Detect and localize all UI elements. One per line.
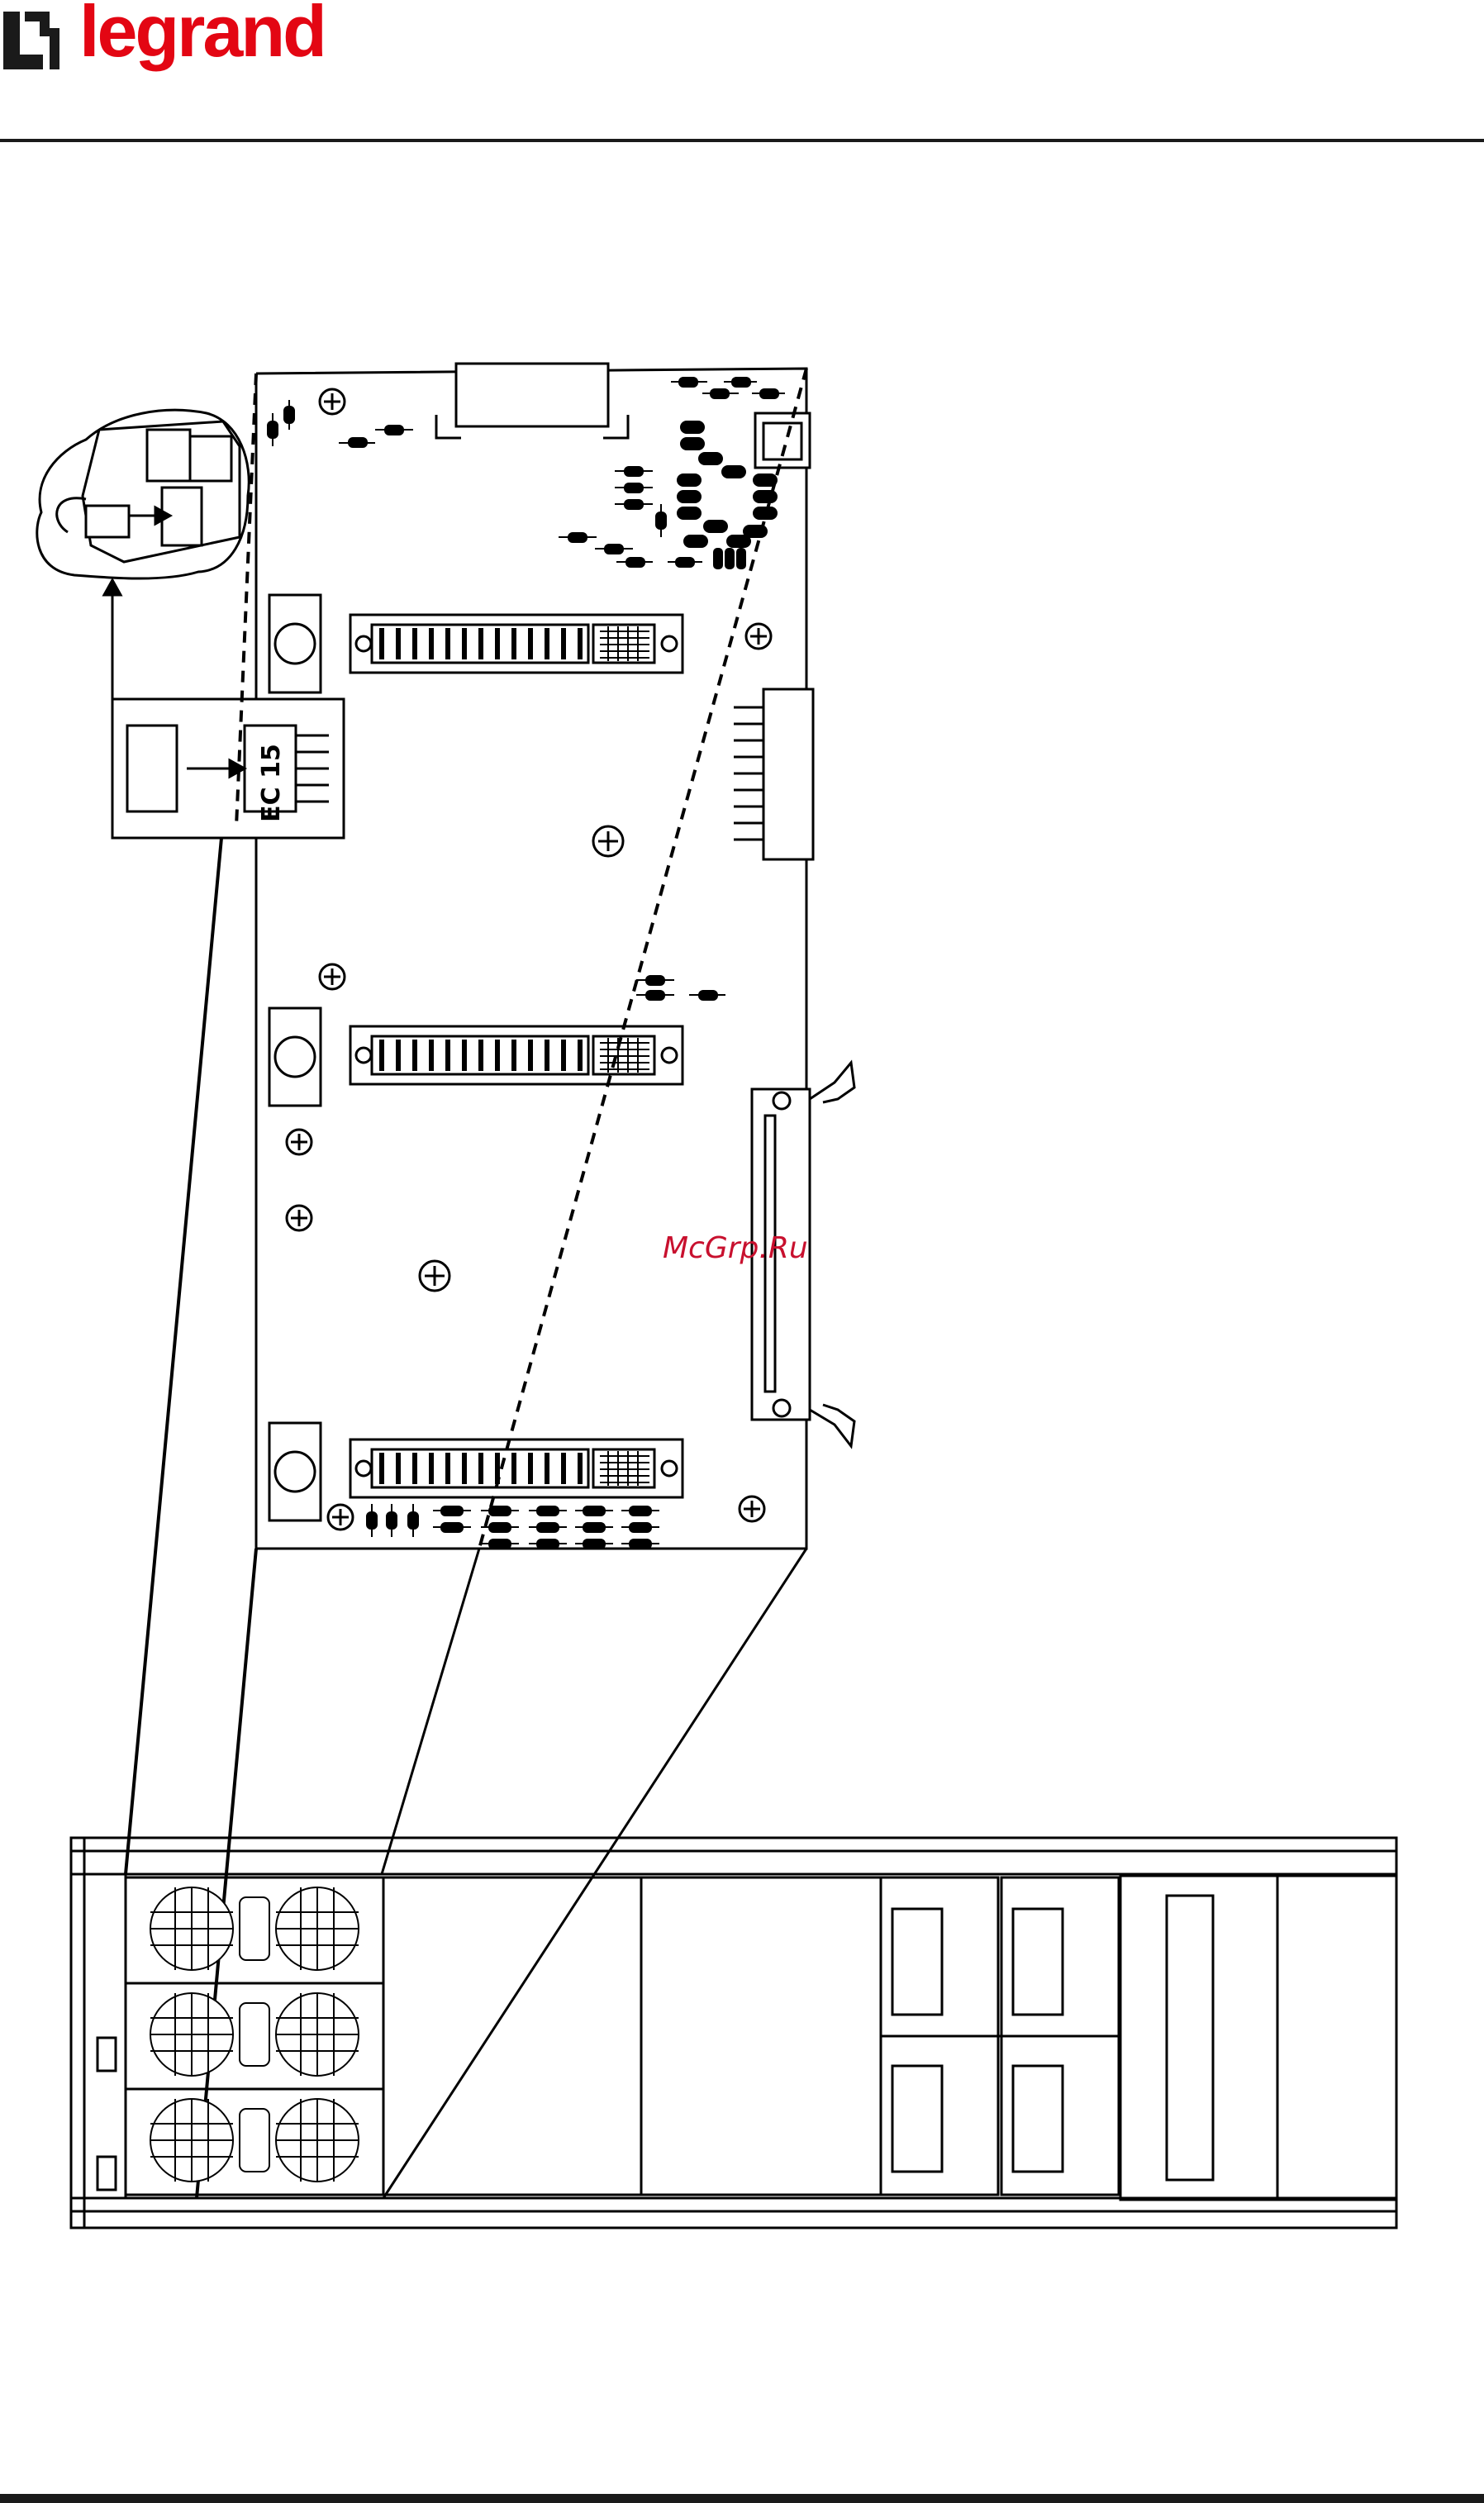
watermark: McGrp.Ru — [663, 1231, 808, 1265]
edge-connector — [734, 689, 813, 859]
footer-divider — [0, 2494, 1484, 2503]
board-label-text: EC 15 — [257, 744, 286, 822]
detail-bubble — [37, 410, 249, 578]
fans — [150, 1887, 359, 2182]
screw-plus-icon — [287, 389, 771, 1530]
board-label: EC 15 — [246, 747, 296, 818]
din-grid-pins — [600, 626, 649, 1486]
arrow-up-icon — [104, 580, 121, 699]
